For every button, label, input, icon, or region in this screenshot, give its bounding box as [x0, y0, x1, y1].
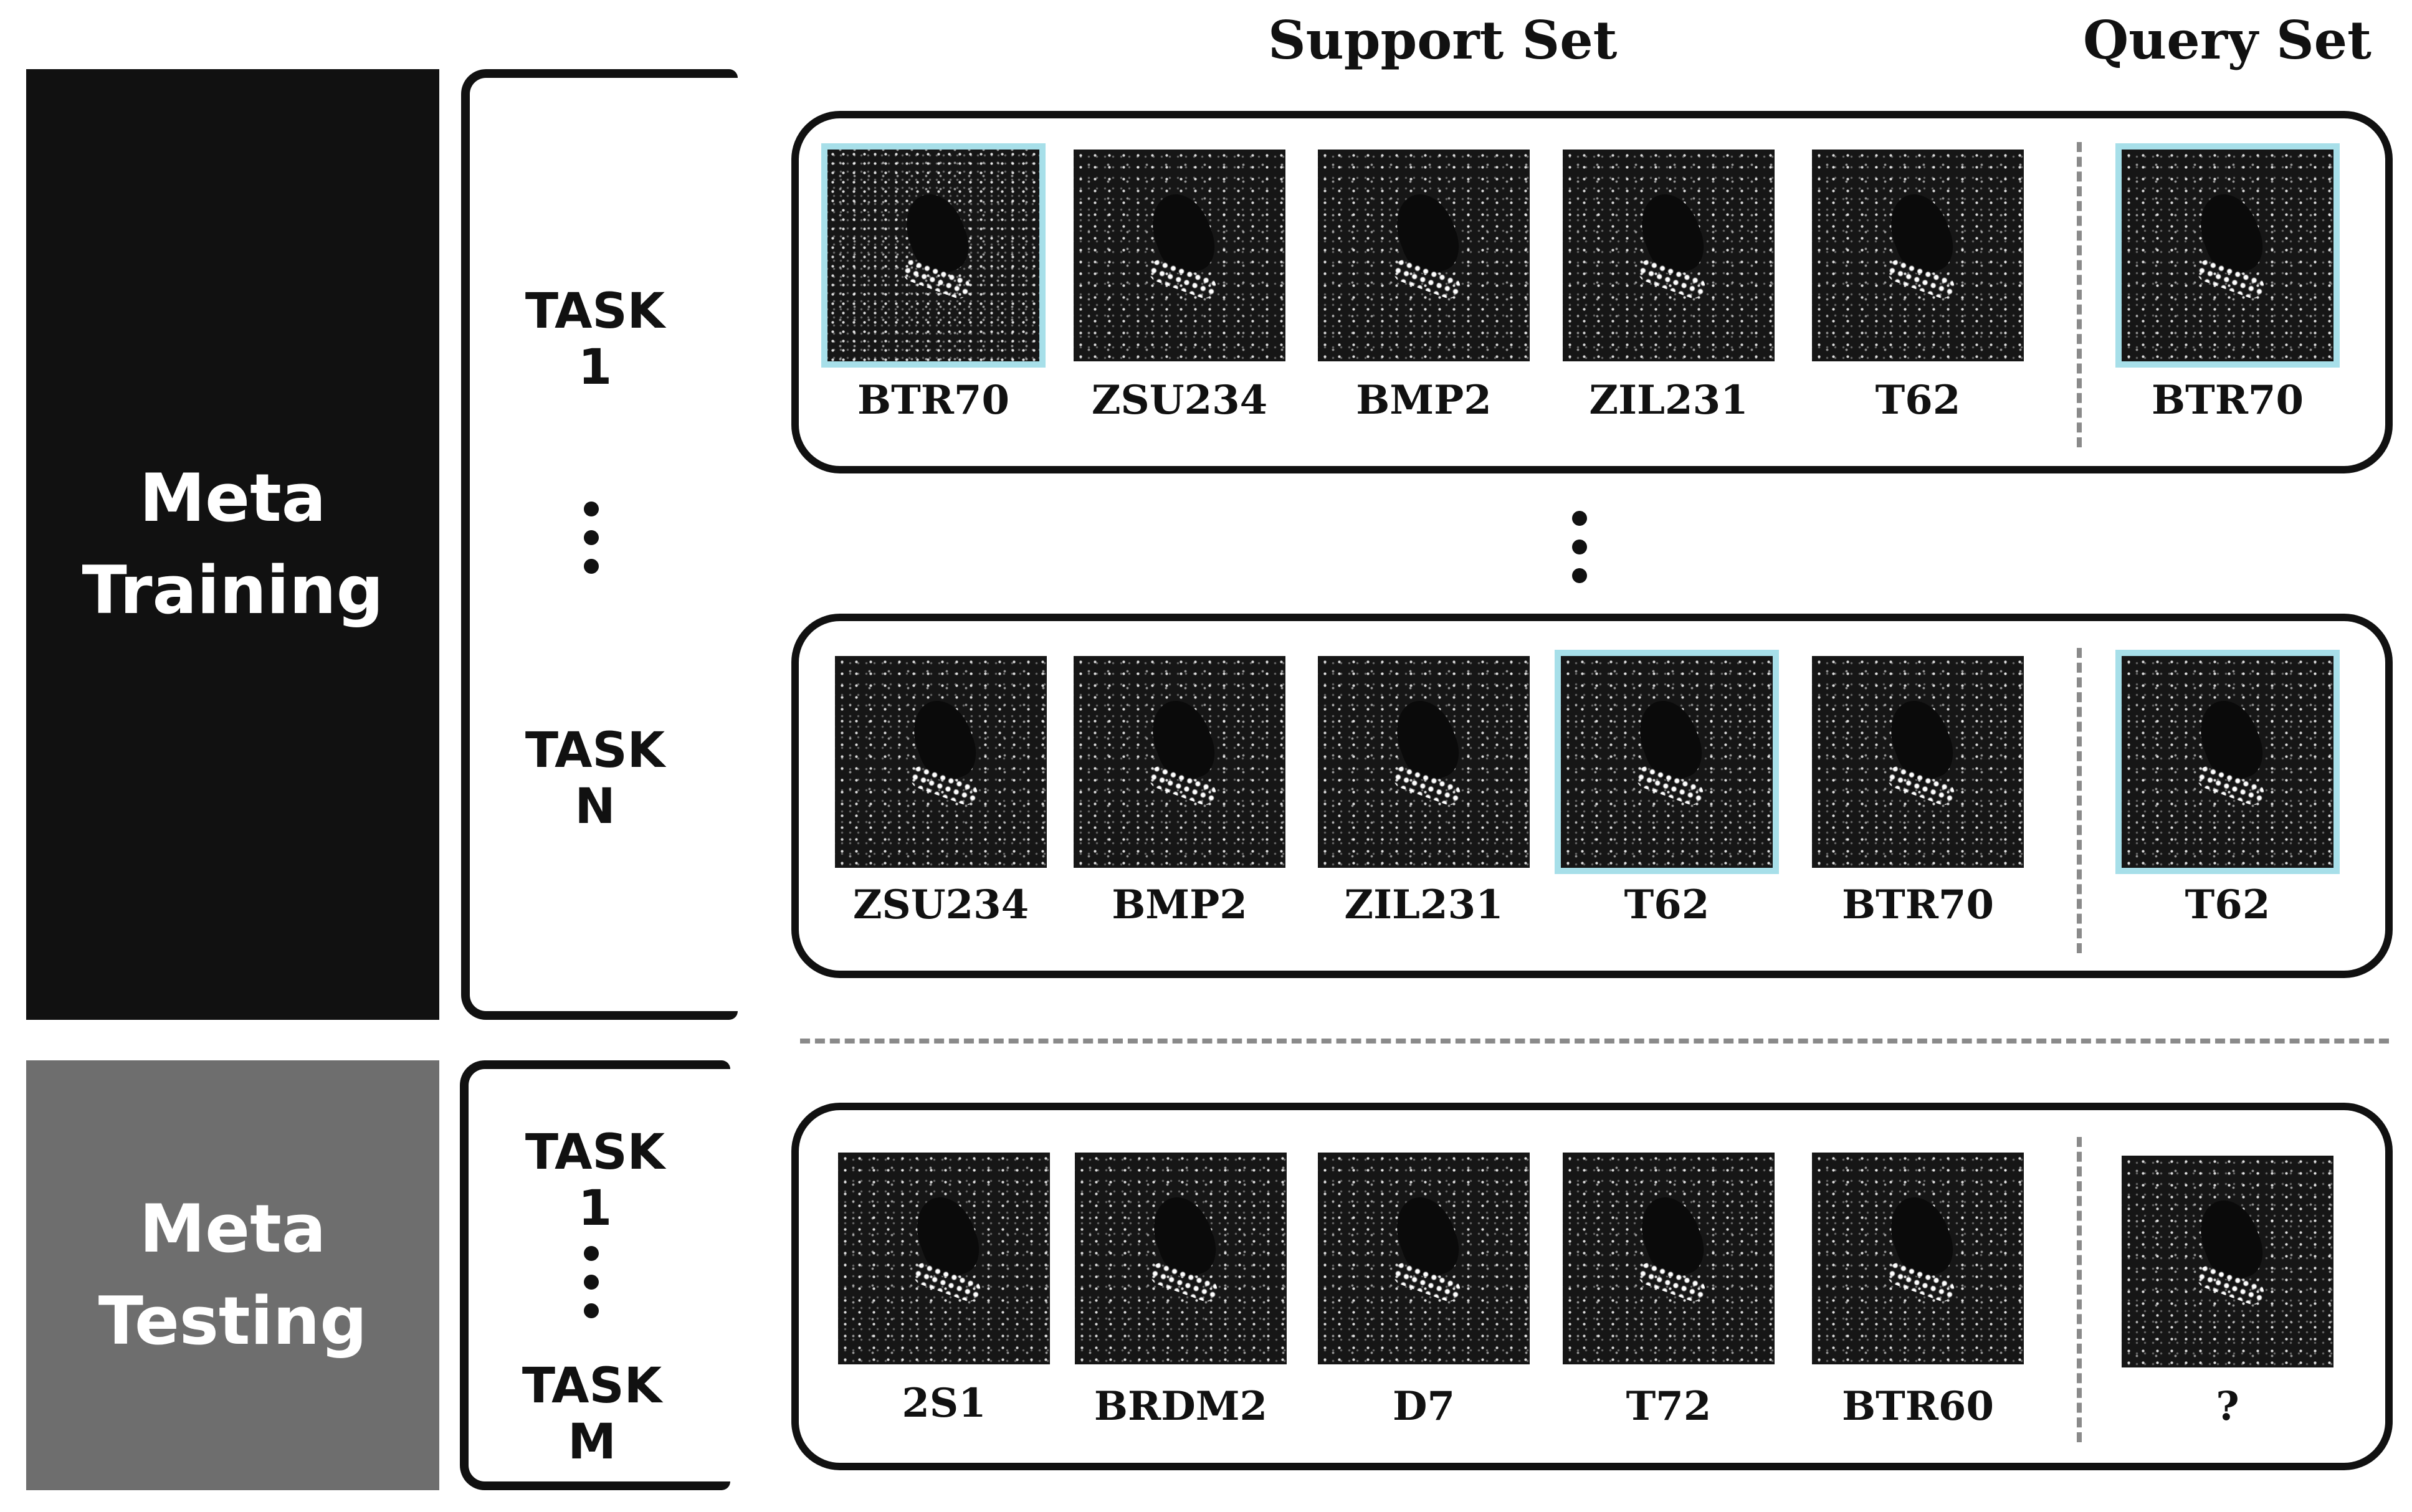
testing-support-label-1: 2S1	[902, 1380, 986, 1427]
task-n-support-image-3	[1318, 656, 1530, 868]
training-task-last-label: TASK N	[525, 723, 665, 835]
testing-support-image-1	[838, 1153, 1050, 1364]
task-1-support-label-2: ZSU234	[1091, 377, 1268, 424]
task-n-support-image-5	[1812, 656, 2024, 868]
task-1-support-query-divider	[2077, 142, 2082, 447]
testing-task-bracket	[460, 1060, 730, 1490]
testing-support-label-5: BTR60	[1842, 1383, 1994, 1430]
task-1-query-image	[2115, 143, 2340, 368]
task-1-support-label-3: BMP2	[1356, 377, 1492, 424]
task-1-support-label-4: ZIL231	[1589, 377, 1748, 424]
testing-support-image-4	[1563, 1153, 1775, 1364]
task-n-query-label: T62	[2185, 882, 2271, 928]
testing-support-query-divider	[2077, 1137, 2082, 1442]
testing-support-label-4: T72	[1626, 1383, 1712, 1430]
task-1-support-image-3	[1318, 150, 1530, 361]
tasks-ellipsis-icon	[1570, 511, 1589, 597]
testing-task-ellipsis-icon	[582, 1246, 601, 1332]
task-1-support-image-2	[1074, 150, 1285, 361]
task-n-support-image-1	[835, 656, 1047, 868]
task-n-support-image-4	[1555, 650, 1779, 874]
training-task-first-label: TASK 1	[525, 283, 665, 396]
task-n-support-image-2	[1074, 656, 1285, 868]
training-testing-divider	[800, 1039, 2389, 1044]
task-n-support-label-3: ZIL231	[1344, 882, 1504, 928]
testing-support-label-2: BRDM2	[1094, 1383, 1268, 1430]
meta-testing-block: Meta Testing	[26, 1060, 439, 1490]
training-task-bracket	[461, 69, 738, 1020]
task-n-query-image	[2115, 650, 2340, 874]
testing-task-last-label: TASK M	[522, 1358, 662, 1470]
testing-support-label-3: D7	[1392, 1383, 1456, 1430]
testing-query-label: ?	[2216, 1383, 2239, 1430]
meta-testing-label-line1: Meta	[139, 1191, 327, 1267]
task-n-support-query-divider	[2077, 648, 2082, 953]
testing-support-image-5	[1812, 1153, 2024, 1364]
support-set-title: Support Set	[1268, 9, 1618, 71]
task-1-support-label-5: T62	[1875, 377, 1961, 424]
training-task-ellipsis-icon	[582, 502, 601, 587]
testing-task-first-label: TASK 1	[525, 1124, 665, 1237]
task-n-support-label-1: ZSU234	[852, 882, 1029, 928]
task-1-support-image-4	[1563, 150, 1775, 361]
task-1-query-label: BTR70	[2152, 377, 2304, 424]
task-n-support-label-5: BTR70	[1842, 882, 1994, 928]
meta-training-label-line2: Training	[82, 552, 384, 629]
task-n-support-label-4: T62	[1624, 882, 1710, 928]
testing-support-image-2	[1075, 1153, 1287, 1364]
meta-training-label-line1: Meta	[139, 460, 327, 536]
testing-query-image	[2122, 1156, 2333, 1367]
task-1-support-image-1	[821, 143, 1046, 368]
query-set-title: Query Set	[2083, 9, 2371, 71]
task-n-support-label-2: BMP2	[1112, 882, 1247, 928]
testing-support-image-3	[1318, 1153, 1530, 1364]
task-1-support-image-5	[1812, 150, 2024, 361]
meta-training-block: Meta Training	[26, 69, 439, 1020]
meta-testing-label-line2: Testing	[98, 1283, 368, 1359]
task-1-support-label-1: BTR70	[857, 377, 1009, 424]
